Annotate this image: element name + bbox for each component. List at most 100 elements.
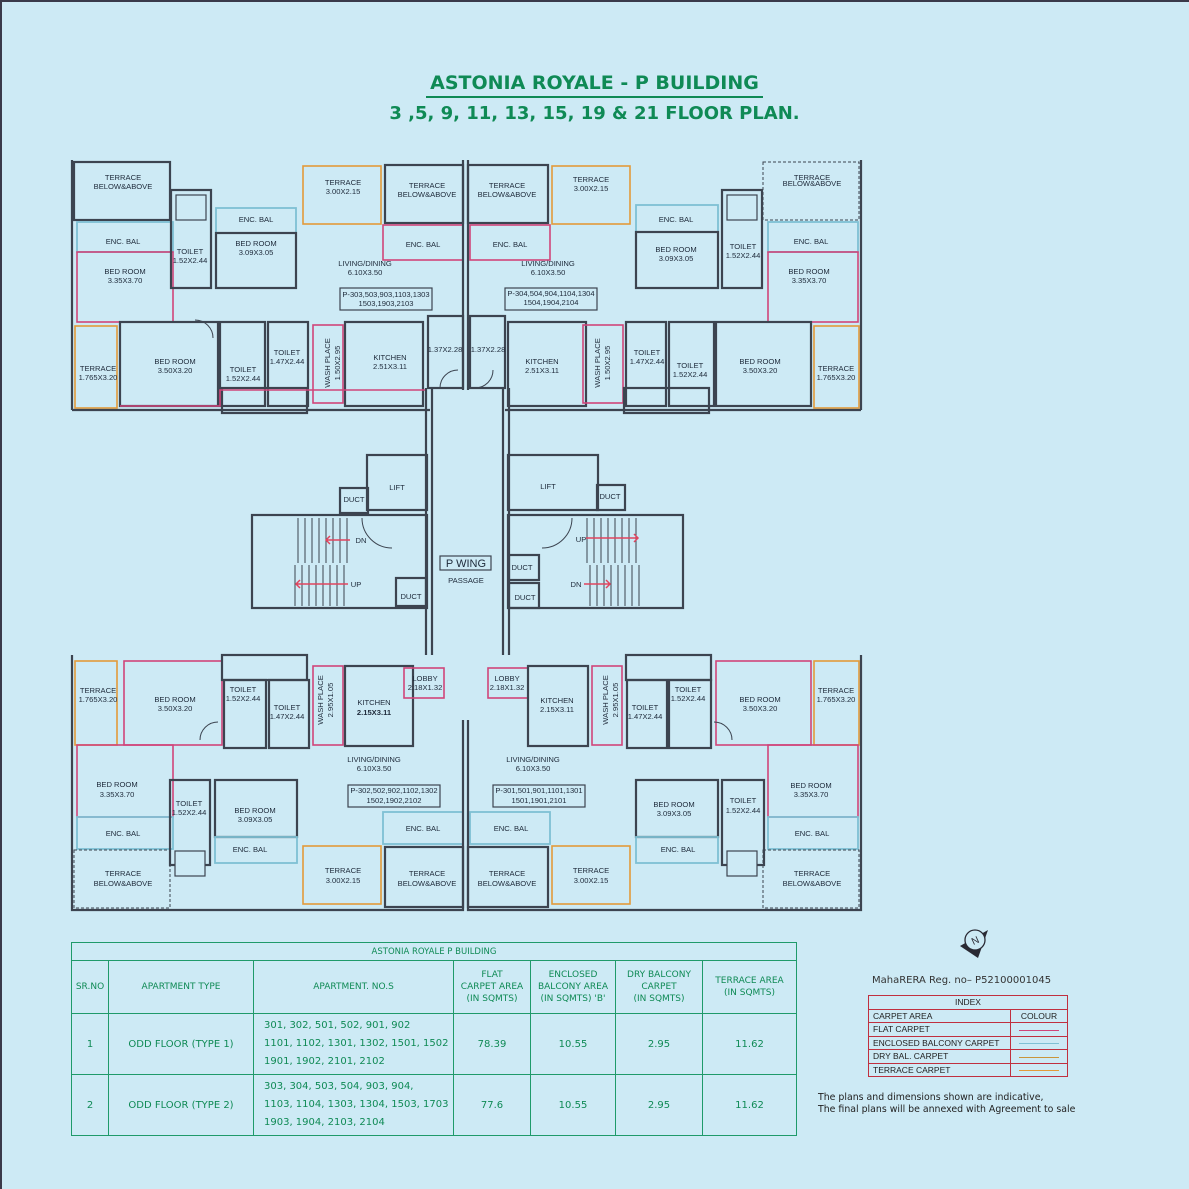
svg-text:TOILET: TOILET — [634, 348, 661, 357]
flat-bottom-right-labels: LOBBY 2.18X1.32 KITCHEN 2.15X3.11 WASH P… — [478, 674, 856, 888]
svg-text:1.50X2.95: 1.50X2.95 — [603, 346, 612, 381]
north-arrow-icon: N — [960, 929, 988, 958]
svg-text:BELOW&ABOVE: BELOW&ABOVE — [783, 179, 842, 188]
svg-text:2.18X1.32: 2.18X1.32 — [490, 683, 525, 692]
svg-text:ENC. BAL: ENC. BAL — [659, 215, 694, 224]
svg-text:1.47X2.44: 1.47X2.44 — [270, 712, 305, 721]
disclaimer-note: The plans and dimensions shown are indic… — [818, 1092, 1076, 1115]
svg-text:TERRACE: TERRACE — [409, 181, 445, 190]
legend-row-enclosed: ENCLOSED BALCONY CARPET — [868, 1035, 1068, 1050]
svg-text:1.52X2.44: 1.52X2.44 — [173, 256, 208, 265]
svg-text:3.00X2.15: 3.00X2.15 — [574, 184, 609, 193]
svg-text:TOILET: TOILET — [632, 703, 659, 712]
flat-top-right — [466, 160, 863, 415]
svg-text:ENC. BAL: ENC. BAL — [106, 829, 141, 838]
svg-text:1.765X3.20: 1.765X3.20 — [817, 373, 856, 382]
svg-text:BELOW&ABOVE: BELOW&ABOVE — [478, 879, 537, 888]
svg-text:2.15X3.11: 2.15X3.11 — [357, 708, 392, 717]
svg-text:TOILET: TOILET — [230, 365, 257, 374]
svg-text:BELOW&ABOVE: BELOW&ABOVE — [94, 879, 153, 888]
svg-text:BED ROOM: BED ROOM — [96, 780, 137, 789]
svg-text:6.10X3.50: 6.10X3.50 — [531, 268, 566, 277]
svg-text:ENC. BAL: ENC. BAL — [794, 237, 829, 246]
svg-text:DUCT: DUCT — [599, 492, 620, 501]
svg-text:TOILET: TOILET — [230, 685, 257, 694]
flat-carpet-swatch — [1019, 1029, 1059, 1031]
svg-text:DUCT: DUCT — [343, 495, 364, 504]
svg-text:TOILET: TOILET — [730, 242, 757, 251]
rera-registration: MahaRERA Reg. no– P52100001045 — [872, 975, 1052, 986]
svg-text:TERRACE: TERRACE — [818, 686, 854, 695]
legend-row-flat: FLAT CARPET — [868, 1022, 1068, 1037]
svg-text:KITCHEN: KITCHEN — [357, 698, 390, 707]
legend-row-terrace: TERRACE CARPET — [868, 1062, 1068, 1077]
svg-text:3.09X3.05: 3.09X3.05 — [238, 815, 273, 824]
svg-text:BED ROOM: BED ROOM — [739, 695, 780, 704]
svg-text:BED ROOM: BED ROOM — [788, 267, 829, 276]
svg-text:WASH PLACE: WASH PLACE — [323, 338, 332, 388]
flat-bottom-left-labels: TERRACE 1.765X3.20 BED ROOM 3.50X3.20 TO… — [79, 674, 457, 888]
svg-text:1503,1903,2103: 1503,1903,2103 — [359, 299, 414, 308]
svg-text:ENC. BAL: ENC. BAL — [494, 824, 529, 833]
svg-text:1.765X3.20: 1.765X3.20 — [817, 695, 856, 704]
terrace-swatch — [1019, 1070, 1059, 1071]
svg-text:3.00X2.15: 3.00X2.15 — [326, 876, 361, 885]
svg-text:TERRACE: TERRACE — [325, 866, 361, 875]
svg-text:TOILET: TOILET — [177, 247, 204, 256]
svg-text:2.95X1.05: 2.95X1.05 — [326, 683, 335, 718]
lift-label: LIFT — [540, 482, 556, 491]
svg-text:TERRACE: TERRACE — [794, 173, 830, 182]
legend-row-dry: DRY BAL. CARPET — [868, 1049, 1068, 1064]
svg-text:ENC. BAL: ENC. BAL — [661, 845, 696, 854]
svg-text:1.52X2.44: 1.52X2.44 — [671, 694, 706, 703]
table-caption: ASTONIA ROYALE P BUILDING — [71, 942, 797, 961]
page-title: ASTONIA ROYALE - P BUILDING — [0, 72, 1189, 98]
svg-text:1.52X2.44: 1.52X2.44 — [226, 694, 261, 703]
svg-text:TOILET: TOILET — [730, 796, 757, 805]
index-title: INDEX — [868, 995, 1068, 1010]
svg-text:ENC. BAL: ENC. BAL — [233, 845, 268, 854]
svg-text:KITCHEN: KITCHEN — [525, 357, 558, 366]
svg-text:BELOW&ABOVE: BELOW&ABOVE — [398, 190, 457, 199]
svg-text:KITCHEN: KITCHEN — [373, 353, 406, 362]
svg-text:3.09X3.05: 3.09X3.05 — [239, 248, 274, 257]
svg-text:BELOW&ABOVE: BELOW&ABOVE — [478, 190, 537, 199]
svg-text:1.52X2.44: 1.52X2.44 — [226, 374, 261, 383]
header-nos: APARTMENT. NO.S — [253, 960, 454, 1014]
svg-text:3.09X3.05: 3.09X3.05 — [657, 809, 692, 818]
core-labels: LIFT LIFT DUCT DUCT DUCT DUCT DUCT DN UP… — [343, 482, 620, 602]
svg-text:3.50X3.20: 3.50X3.20 — [158, 704, 193, 713]
svg-text:DN: DN — [356, 536, 367, 545]
svg-text:LOBBY: LOBBY — [494, 674, 519, 683]
svg-text:BELOW&ABOVE: BELOW&ABOVE — [94, 182, 153, 191]
table-row: 2 ODD FLOOR (TYPE 2) 303, 304, 503, 504,… — [71, 1074, 797, 1136]
header-terrace: TERRACE AREA(IN SQMTS) — [702, 960, 797, 1014]
table-row: 1 ODD FLOOR (TYPE 1) 301, 302, 501, 502,… — [71, 1013, 797, 1075]
floor-plan: TERRACE BELOW&ABOVE ENC. BAL BED ROOM 3.… — [70, 160, 863, 912]
title-text: ASTONIA ROYALE - P BUILDING — [426, 72, 763, 98]
svg-text:3.35X3.70: 3.35X3.70 — [100, 790, 135, 799]
svg-text:ENC. BAL: ENC. BAL — [406, 824, 441, 833]
svg-text:BED ROOM: BED ROOM — [739, 357, 780, 366]
svg-text:1.765X3.20: 1.765X3.20 — [79, 373, 118, 382]
svg-text:3.09X3.05: 3.09X3.05 — [659, 254, 694, 263]
svg-text:UP: UP — [576, 535, 587, 544]
svg-text:1501,1901,2101: 1501,1901,2101 — [512, 796, 567, 805]
svg-text:ENC. BAL: ENC. BAL — [493, 240, 528, 249]
svg-text:WASH PLACE: WASH PLACE — [593, 338, 602, 388]
svg-text:1.47X2.44: 1.47X2.44 — [630, 357, 665, 366]
svg-text:TERRACE: TERRACE — [409, 869, 445, 878]
svg-text:WASH PLACE: WASH PLACE — [601, 675, 610, 725]
svg-text:1.50X2.95: 1.50X2.95 — [333, 346, 342, 381]
svg-text:P-302,502,902,1102,1302: P-302,502,902,1102,1302 — [350, 786, 437, 795]
svg-text:TERRACE: TERRACE — [325, 178, 361, 187]
passage-label: PASSAGE — [448, 576, 484, 585]
svg-text:1.52X2.44: 1.52X2.44 — [673, 370, 708, 379]
flat-bottom-left — [70, 653, 465, 912]
svg-text:P-304,504,904,1104,1304: P-304,504,904,1104,1304 — [507, 289, 594, 298]
svg-text:KITCHEN: KITCHEN — [540, 696, 573, 705]
